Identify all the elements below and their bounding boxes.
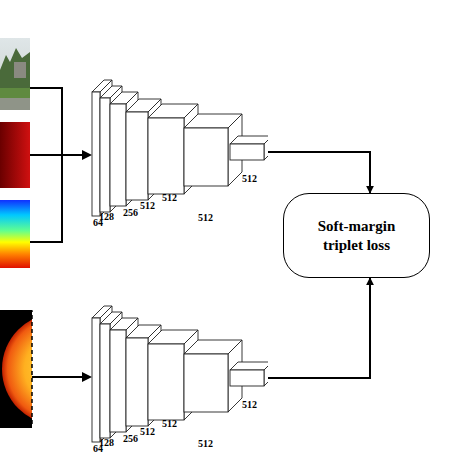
conv-block — [92, 80, 112, 216]
aerial-arrowhead — [82, 372, 92, 382]
cnn-layers — [86, 62, 268, 234]
color-map — [0, 200, 30, 268]
conv-block — [230, 136, 268, 160]
channel-count: 128 — [99, 212, 114, 222]
feature-arrow — [268, 278, 370, 378]
loss-label: Soft-margin triplet loss — [304, 217, 409, 255]
channel-count: 512 — [198, 439, 213, 449]
aerial-arrow — [32, 376, 84, 378]
channel-count: 512 — [140, 427, 155, 437]
conv-block — [230, 362, 268, 386]
channel-count: 512 — [140, 201, 155, 211]
channel-count: 512 — [198, 213, 213, 223]
depth-map — [0, 122, 30, 188]
feature-arrow — [268, 152, 370, 193]
conv-block — [92, 306, 112, 442]
input-bracket — [30, 88, 84, 242]
channel-count: 512 — [242, 174, 257, 184]
channel-count: 512 — [162, 193, 177, 203]
channel-count: 256 — [123, 434, 138, 444]
cnn-branch: 64128256512512512512 — [86, 288, 268, 460]
street-photo — [0, 38, 30, 110]
channel-count: 256 — [123, 208, 138, 218]
channel-count: 512 — [162, 419, 177, 429]
channel-count: 512 — [242, 400, 257, 410]
input-arrowhead — [82, 150, 92, 160]
channel-count: 128 — [99, 438, 114, 448]
cnn-branch: 64128256512512512512 — [86, 62, 268, 234]
cnn-layers — [86, 288, 268, 460]
loss-box: Soft-margin triplet loss — [283, 193, 430, 278]
